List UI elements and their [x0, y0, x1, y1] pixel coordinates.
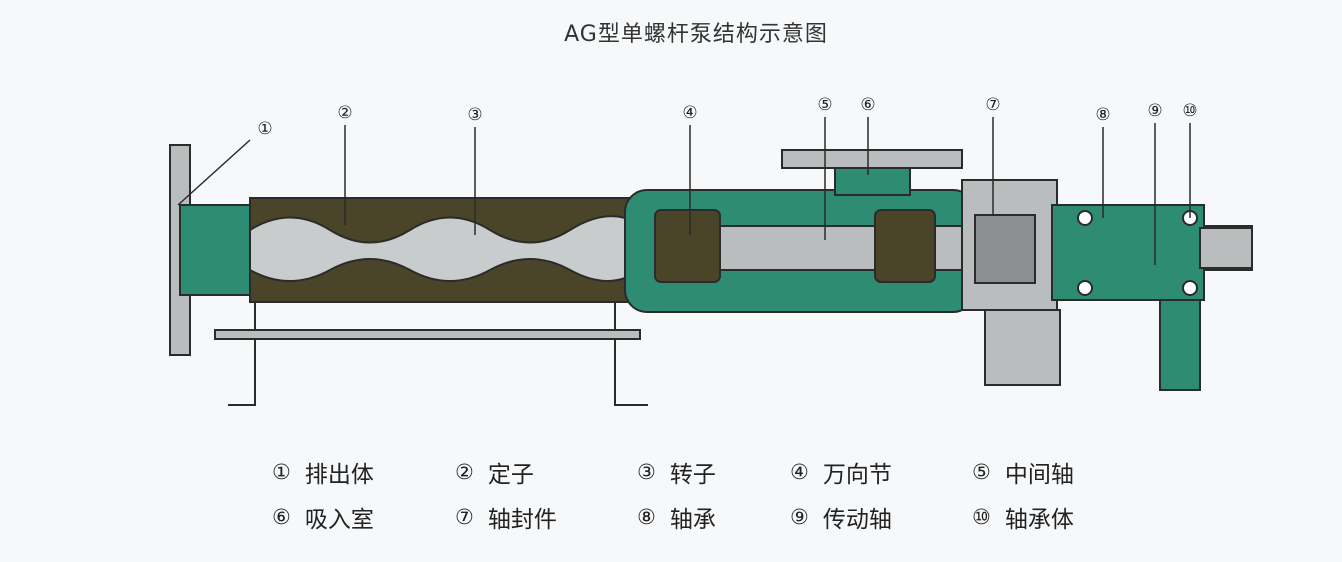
callout-9: ⑨: [1147, 101, 1162, 121]
callout-1: ①: [257, 119, 272, 139]
callout-2: ②: [337, 103, 352, 123]
shaft-seal: [974, 214, 1036, 284]
callout-7: ⑦: [985, 95, 1000, 115]
bearing-1b: [1077, 280, 1093, 296]
tie-rod: [214, 329, 641, 340]
bearing-bracket: [1159, 299, 1201, 391]
seal-bracket: [984, 309, 1061, 386]
diagram-title: AG型单螺杆泵结构示意图: [564, 22, 828, 47]
callout-5: ⑤: [817, 95, 832, 115]
discharge-body: [179, 204, 261, 296]
bearing-1: [1077, 210, 1093, 226]
universal-joint-2: [874, 209, 936, 283]
suction-flange: [781, 149, 963, 169]
bearing-2b: [1182, 280, 1198, 296]
bearing-housing: [1051, 204, 1205, 301]
callout-8: ⑧: [1095, 105, 1110, 125]
support-foot-middle: [614, 300, 648, 406]
callout-4: ④: [682, 103, 697, 123]
rotor: [249, 215, 641, 282]
callout-6: ⑥: [860, 95, 875, 115]
universal-joint-1: [654, 209, 721, 283]
support-foot-left: [228, 300, 256, 406]
output-shaft: [1199, 227, 1253, 269]
callout-3: ③: [467, 105, 482, 125]
callout-10: ⑩: [1182, 101, 1197, 121]
